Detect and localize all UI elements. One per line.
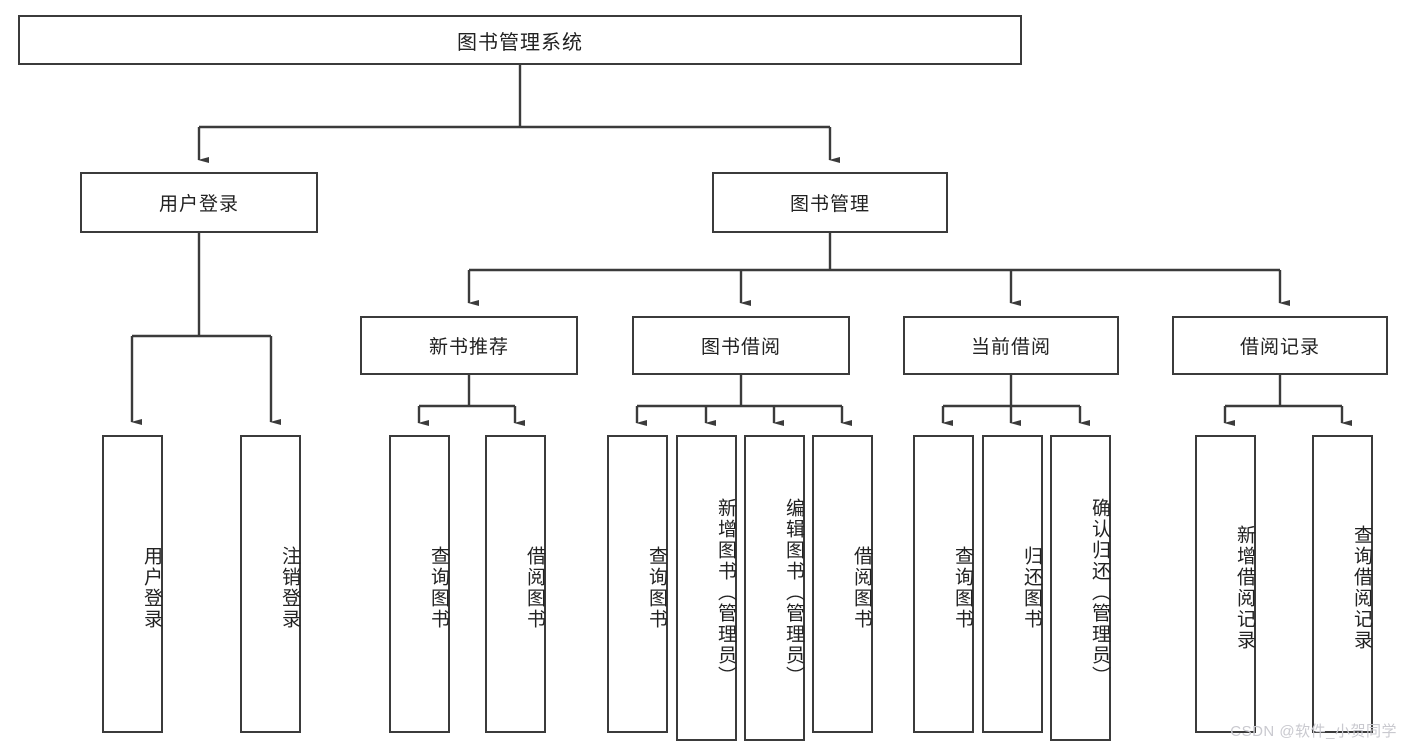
leaf-node[interactable]: 借阅图书 xyxy=(812,435,873,733)
node-book-management[interactable]: 图书管理 xyxy=(712,172,948,233)
leaf-node[interactable]: 注销登录 xyxy=(240,435,301,733)
leaf-node[interactable]: 确认归还（管理员） xyxy=(1050,435,1111,741)
leaf-node[interactable]: 查询借阅记录 xyxy=(1312,435,1373,733)
node-borrow-record[interactable]: 借阅记录 xyxy=(1172,316,1388,375)
node-root[interactable]: 图书管理系统 xyxy=(18,15,1022,65)
leaf-node[interactable]: 查询图书 xyxy=(389,435,450,733)
watermark: CSDN @软件_小贺同学 xyxy=(1230,723,1397,740)
leaf-node[interactable]: 新增图书（管理员） xyxy=(676,435,737,741)
node-current-borrow[interactable]: 当前借阅 xyxy=(903,316,1119,375)
node-user-login[interactable]: 用户登录 xyxy=(80,172,318,233)
leaf-node[interactable]: 借阅图书 xyxy=(485,435,546,733)
leaf-node[interactable]: 编辑图书（管理员） xyxy=(744,435,805,741)
leaf-node[interactable]: 用户登录 xyxy=(102,435,163,733)
node-book-borrow[interactable]: 图书借阅 xyxy=(632,316,850,375)
node-new-book-recommend[interactable]: 新书推荐 xyxy=(360,316,578,375)
leaf-node[interactable]: 新增借阅记录 xyxy=(1195,435,1256,733)
leaf-node[interactable]: 查询图书 xyxy=(913,435,974,733)
leaf-node[interactable]: 归还图书 xyxy=(982,435,1043,733)
leaf-node[interactable]: 查询图书 xyxy=(607,435,668,733)
